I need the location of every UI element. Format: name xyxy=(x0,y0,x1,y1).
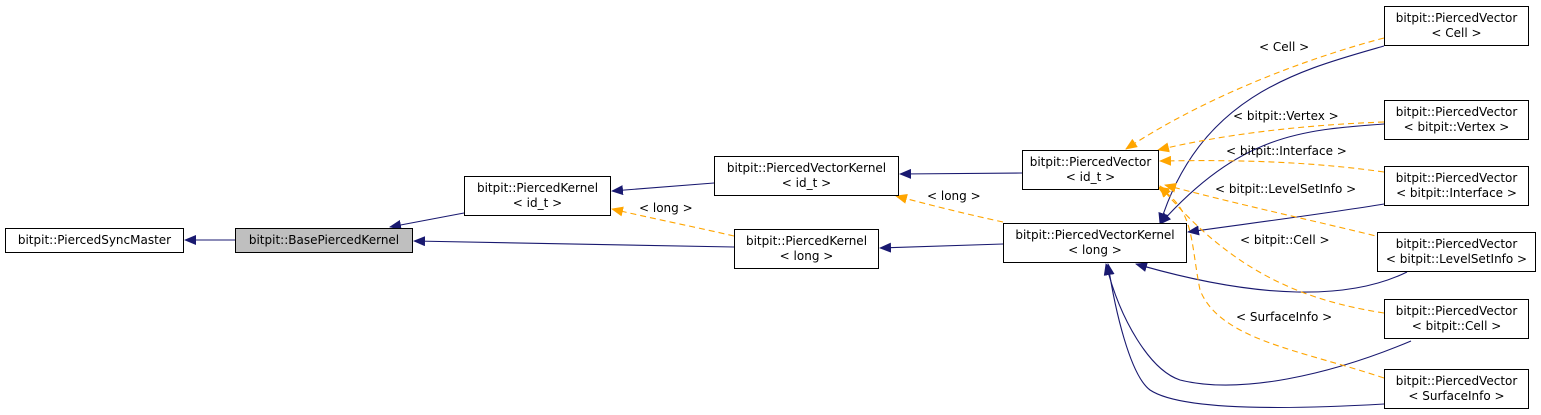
tedge-pvvertex-to-pvid xyxy=(1157,121,1385,153)
edge-pvvertex-to-vkernellong xyxy=(1159,123,1385,225)
tedge-pvlevelset-to-pvid xyxy=(1164,183,1385,239)
node-template-arg: < SurfaceInfo > xyxy=(1408,389,1505,403)
node-label: bitpit::PiercedVectorKernel xyxy=(1015,228,1175,242)
node-template-arg: < Cell > xyxy=(1431,26,1482,40)
node-template-arg: < bitpit::Interface > xyxy=(1396,186,1517,200)
edge-label-levelsetinfo: < bitpit::LevelSetInfo > xyxy=(1215,182,1357,196)
node-label: bitpit::PiercedVectorKernel xyxy=(726,161,887,175)
node-base-pierced-kernel[interactable]: bitpit::BasePiercedKernel xyxy=(235,228,413,253)
node-pierced-vector-cell[interactable]: bitpit::PiercedVector < Cell > xyxy=(1384,6,1529,46)
edge-pvinterface-to-vkernellong xyxy=(1187,203,1385,236)
node-template-arg: < bitpit::Vertex > xyxy=(1403,120,1510,134)
edge-pvcell-to-vkernellong xyxy=(1158,45,1385,225)
node-pierced-kernel-id-t[interactable]: bitpit::PiercedKernel < id_t > xyxy=(464,176,611,216)
edge-kernelid-to-base xyxy=(389,212,465,230)
node-pierced-vector-levelsetinfo[interactable]: bitpit::PiercedVector < bitpit::LevelSet… xyxy=(1377,232,1536,272)
tedge-vkernellong-to-vkernelid xyxy=(895,193,1004,223)
node-pierced-vector-interface[interactable]: bitpit::PiercedVector < bitpit::Interfac… xyxy=(1384,166,1529,206)
node-pierced-vector-surfaceinfo[interactable]: bitpit::PiercedVector < SurfaceInfo > xyxy=(1384,369,1529,409)
node-pierced-vector-kernel-long[interactable]: bitpit::PiercedVectorKernel < long > xyxy=(1003,223,1187,263)
node-template-arg: < bitpit::LevelSetInfo > xyxy=(1385,252,1528,266)
edge-kernellong-to-base xyxy=(413,236,735,248)
tedge-pvsurface-to-pvid xyxy=(1157,186,1385,379)
edge-vkernellong-to-kernellong xyxy=(879,242,1004,253)
node-label: bitpit::PiercedVector xyxy=(1395,237,1518,251)
node-pierced-kernel-long[interactable]: bitpit::PiercedKernel < long > xyxy=(734,229,879,269)
node-template-arg: < id_t > xyxy=(512,196,563,210)
tedge-pvcell-to-pvid xyxy=(1125,37,1385,150)
edge-label-bitpit-cell: < bitpit::Cell > xyxy=(1240,233,1330,247)
node-label: bitpit::PiercedVector xyxy=(1395,11,1518,25)
node-template-arg: < id_t > xyxy=(781,176,832,190)
node-label: bitpit::PiercedVector xyxy=(1395,304,1518,318)
edge-label-cell: < Cell > xyxy=(1259,40,1310,54)
edge-pvbitpitcell-to-vkernellong xyxy=(1103,263,1412,386)
node-label: bitpit::PiercedVector xyxy=(1395,105,1518,119)
tedge-kernellong-to-kernelid xyxy=(611,206,735,237)
node-pierced-vector-vertex[interactable]: bitpit::PiercedVector < bitpit::Vertex > xyxy=(1384,100,1529,140)
tedge-pvbitpitcell-to-pvid xyxy=(1159,185,1385,314)
edge-label-long-kernel: < long > xyxy=(639,201,693,215)
edge-label-surfaceinfo: < SurfaceInfo > xyxy=(1236,310,1333,324)
node-label: bitpit::PiercedKernel xyxy=(745,234,868,248)
node-pierced-sync-master[interactable]: bitpit::PiercedSyncMaster xyxy=(5,228,184,253)
edge-label-vertex: < bitpit::Vertex > xyxy=(1233,109,1339,123)
node-label: bitpit::PiercedKernel xyxy=(476,181,599,195)
node-label: bitpit::PiercedSyncMaster xyxy=(17,233,172,247)
node-label: bitpit::BasePiercedKernel xyxy=(248,233,400,247)
node-template-arg: < long > xyxy=(1068,243,1122,257)
node-template-arg: < bitpit::Cell > xyxy=(1411,319,1502,333)
edge-pvsurface-to-vkernellong xyxy=(1104,263,1385,409)
node-template-arg: < id_t > xyxy=(1065,170,1116,184)
edge-label-interface: < bitpit::Interface > xyxy=(1226,144,1347,158)
edge-pvlevelset-to-vkernellong xyxy=(1135,262,1408,293)
edge-pvid-to-vkernelid xyxy=(899,168,1023,179)
node-pierced-vector-kernel-id-t[interactable]: bitpit::PiercedVectorKernel < id_t > xyxy=(714,156,899,196)
edge-label-long-vector-kernel: < long > xyxy=(927,189,981,203)
edge-vkernelid-to-kernelid xyxy=(611,182,715,196)
node-label: bitpit::PiercedVector xyxy=(1395,374,1518,388)
node-label: bitpit::PiercedVector xyxy=(1395,171,1518,185)
node-pierced-vector-bitpit-cell[interactable]: bitpit::PiercedVector < bitpit::Cell > xyxy=(1384,299,1529,339)
node-template-arg: < long > xyxy=(779,249,834,263)
node-label: bitpit::PiercedVector xyxy=(1029,155,1152,169)
node-pierced-vector-id-t[interactable]: bitpit::PiercedVector < id_t > xyxy=(1022,150,1159,190)
tedge-pvinterface-to-pvid xyxy=(1159,155,1385,173)
